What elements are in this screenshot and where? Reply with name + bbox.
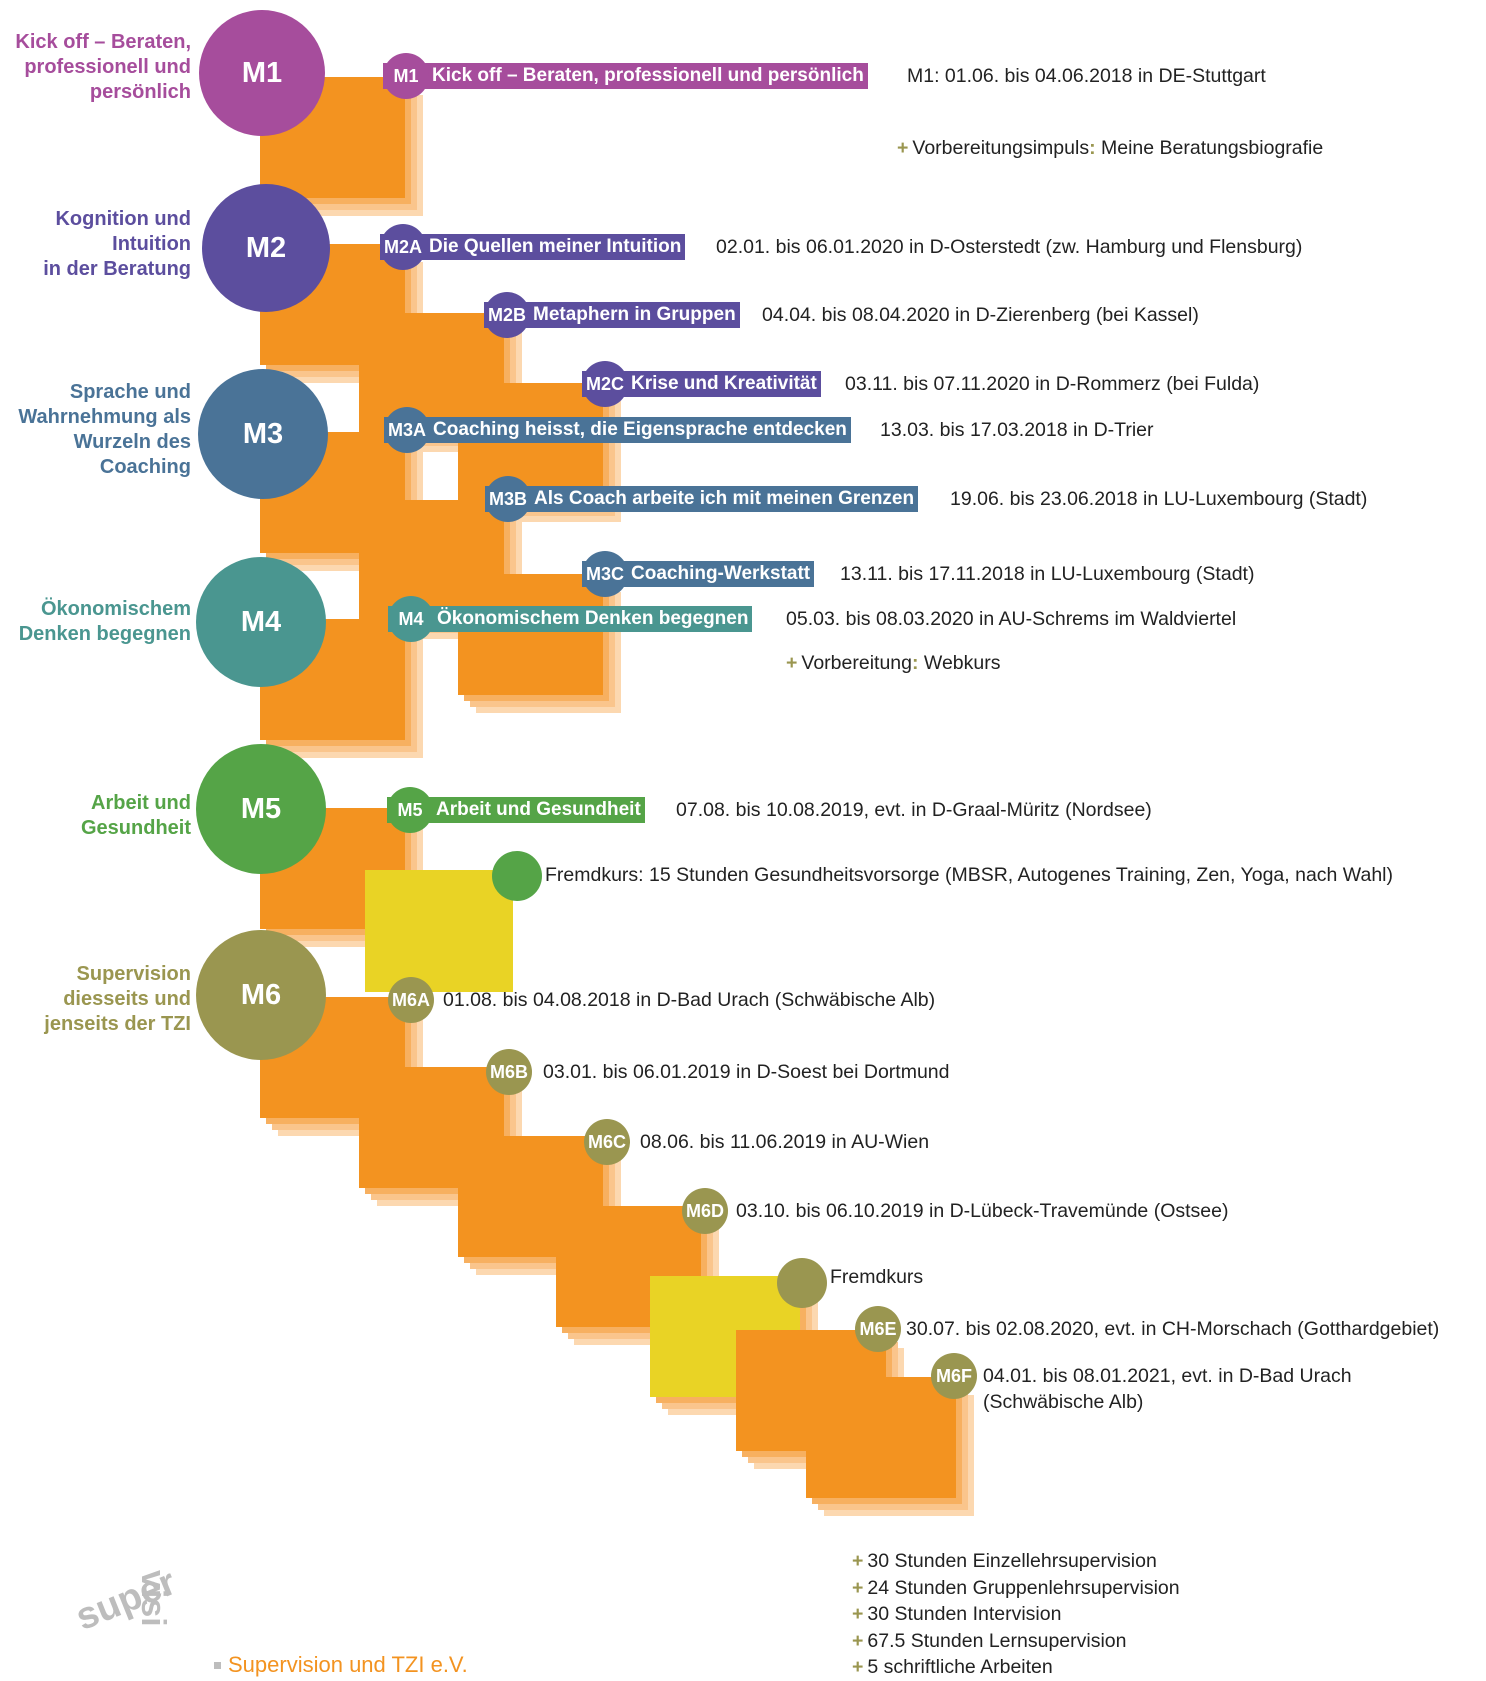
requirement-item: +30 Stunden Einzellehrsupervision [852, 1548, 1180, 1575]
m5-external-sheet [365, 870, 513, 992]
note-text: Webkurs [923, 652, 1001, 674]
module-label-m1: Kick off – Beraten, professionell und pe… [15, 31, 191, 103]
m2c-sheet [458, 383, 603, 504]
requirement-item: +24 Stunden Gruppenlehrsupervision [852, 1575, 1180, 1602]
session-title: Coaching-Werkstatt [631, 563, 811, 584]
organization-name: Supervision und TZI e.V. [228, 1652, 468, 1677]
requirement-item: +67.5 Stunden Lernsupervision [852, 1628, 1180, 1655]
requirement-text: 67.5 Stunden Lernsupervision [867, 1629, 1127, 1652]
requirement-item: +30 Stunden Intervision [852, 1601, 1180, 1628]
m3c-sheet [458, 574, 603, 695]
plus-icon: + [852, 1603, 864, 1625]
session-date-m6d: 03.10. bis 06.10.2019 in D-Lübeck-Travem… [736, 1200, 1229, 1222]
note-text: Meine Beratungsbiografie [1101, 137, 1324, 159]
colon-mark: : [911, 652, 919, 674]
requirement-text: 24 Stunden Gruppenlehrsupervision [867, 1576, 1180, 1599]
plus-icon: + [786, 652, 798, 674]
session-m2c: M2C Krise und Kreativität [582, 361, 821, 407]
requirement-text: 30 Stunden Einzellehrsupervision [867, 1550, 1157, 1572]
session-date-m6c: 08.06. bis 11.06.2019 in AU-Wien [640, 1131, 930, 1153]
session-code: M3A [384, 407, 430, 453]
session-title: Kick off – Beraten, professionell und pe… [432, 65, 864, 86]
m5-external-dot [492, 851, 542, 901]
session-code: M6E [855, 1306, 901, 1352]
session-title: Als Coach arbeite ich mit meinen Grenzen [534, 488, 915, 509]
session-m3c: M3C Coaching-Werkstatt [582, 551, 815, 597]
plus-icon: + [852, 1576, 864, 1599]
plus-icon: + [852, 1629, 864, 1652]
session-date-m6e: 30.07. bis 02.08.2020, evt. in CH-Morsch… [906, 1318, 1440, 1340]
requirement-text: 5 schriftliche Arbeiten [867, 1656, 1053, 1678]
logo-word-visi: visi [134, 1570, 172, 1627]
note-m4-preparation: +Vorbereitung: Webkurs [786, 650, 1001, 676]
note-label: Vorbereitung [801, 652, 912, 674]
requirement-text: 30 Stunden Intervision [867, 1603, 1062, 1625]
session-m5: M5 Arbeit und Gesundheit [387, 787, 645, 833]
session-date-m5: 07.08. bis 10.08.2019, evt. in D-Graal-M… [676, 799, 1152, 821]
session-date-m2b: 04.04. bis 08.04.2020 in D-Zierenberg (b… [762, 304, 1199, 326]
note-m1-preparation: +Vorbereitungsimpuls: Meine Beratungsbio… [897, 135, 1323, 161]
session-date-m1: M1: 01.06. bis 04.06.2018 in DE-Stuttgar… [907, 65, 1266, 87]
note-label: Vorbereitungsimpuls [912, 137, 1090, 159]
session-m1: M1 Kick off – Beraten, professionell und… [383, 53, 868, 99]
plus-icon: + [852, 1550, 864, 1572]
plus-icon: + [897, 137, 909, 159]
session-code: M3B [485, 476, 531, 522]
session-title: Krise und Kreativität [631, 373, 817, 394]
module-label-m2: Kognition und Intuition in der Beratung [43, 208, 191, 280]
session-date-m3c: 13.11. bis 17.11.2018 in LU-Luxembourg (… [840, 563, 1255, 585]
session-date-m4: 05.03. bis 08.03.2020 in AU-Schrems im W… [786, 608, 1237, 630]
session-date-m2a: 02.01. bis 06.01.2020 in D-Osterstedt (z… [716, 236, 1303, 258]
session-date-m2c: 03.11. bis 07.11.2020 in D-Rommerz (bei … [845, 373, 1260, 395]
session-m4: M4 Ökonomischem Denken begegnen [388, 596, 753, 642]
session-title: Ökonomischem Denken begegnen [437, 608, 749, 629]
module-label-m4: Ökonomischem Denken begegnen [18, 598, 191, 645]
logo-dot-icon [214, 1662, 221, 1669]
session-code: M3C [582, 551, 628, 597]
module-circle-m4: M4 [196, 557, 326, 687]
session-date-m6a: 01.08. bis 04.08.2018 in D-Bad Urach (Sc… [443, 989, 936, 1011]
session-code: M6A [388, 977, 434, 1023]
module-label-m5: Arbeit und Gesundheit [80, 792, 191, 839]
session-code: M6D [682, 1188, 728, 1234]
session-m2b: M2B Metaphern in Gruppen [484, 292, 740, 338]
session-code: M2B [484, 292, 530, 338]
module-circle-m5: M5 [196, 744, 326, 874]
requirements-list: +30 Stunden Einzellehrsupervision +24 St… [852, 1548, 1180, 1681]
m6f-sheet [806, 1377, 956, 1498]
module-circle-m6: M6 [196, 930, 326, 1060]
session-date-m6f: 04.01. bis 08.01.2021, evt. in D-Bad Ura… [983, 1365, 1352, 1413]
note-m5-external-course: Fremdkurs: 15 Stunden Gesundheitsvorsorg… [545, 864, 1393, 886]
session-code: M6F [931, 1353, 977, 1399]
session-title: Metaphern in Gruppen [533, 304, 736, 325]
session-m3a: M3A Coaching heisst, die Eigensprache en… [384, 407, 851, 453]
module-label-m3: Sprache und Wahrnehmung als Wurzeln des … [18, 381, 191, 478]
colon-mark: : [1089, 137, 1096, 159]
session-code: M1 [383, 53, 429, 99]
session-m2a: M2A Die Quellen meiner Intuition [380, 224, 686, 270]
session-code: M2A [380, 224, 426, 270]
module-circle-m2: M2 [202, 184, 330, 312]
requirement-item: +5 schriftliche Arbeiten [852, 1654, 1180, 1681]
session-title: Coaching heisst, die Eigensprache entdec… [433, 419, 847, 440]
m6-external-dot [777, 1258, 827, 1308]
plus-icon: + [852, 1656, 864, 1678]
session-date-m3a: 13.03. bis 17.03.2018 in D-Trier [880, 419, 1154, 441]
module-circle-m1: M1 [199, 10, 325, 136]
session-code: M4 [388, 596, 434, 642]
session-date-m3b: 19.06. bis 23.06.2018 in LU-Luxembourg (… [950, 488, 1368, 510]
session-title: Arbeit und Gesundheit [436, 799, 641, 820]
session-code: M6B [486, 1049, 532, 1095]
session-code: M6C [584, 1119, 630, 1165]
session-m3b: M3B Als Coach arbeite ich mit meinen Gre… [485, 476, 919, 522]
module-circle-m3: M3 [198, 369, 328, 499]
session-code: M2C [582, 361, 628, 407]
note-m6-external-course: Fremdkurs [830, 1266, 924, 1288]
session-title: Die Quellen meiner Intuition [429, 236, 682, 257]
module-label-m6: Supervision diesseits und jenseits der T… [44, 963, 191, 1035]
session-date-m6b: 03.01. bis 06.01.2019 in D-Soest bei Dor… [543, 1061, 950, 1083]
session-code: M5 [387, 787, 433, 833]
